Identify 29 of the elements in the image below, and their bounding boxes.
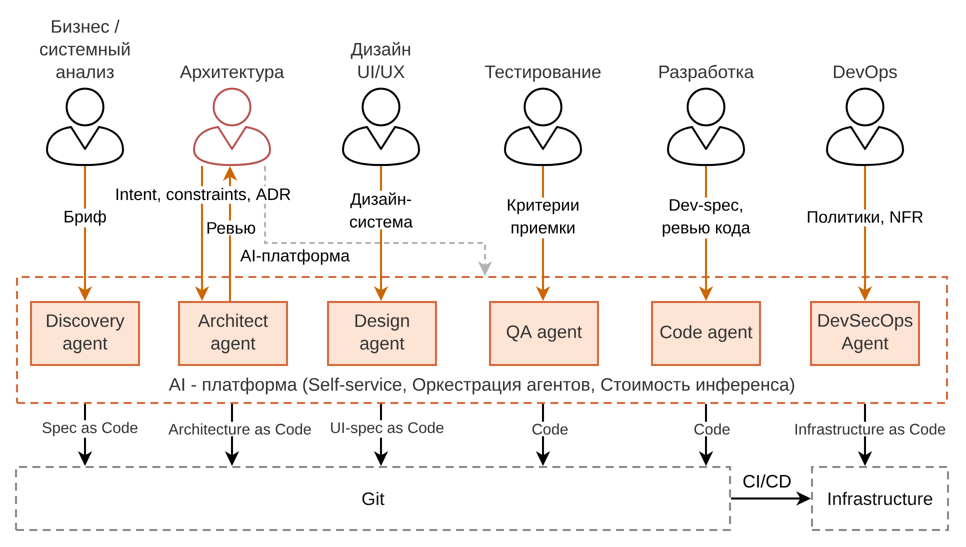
edge-label: Architecture as Code <box>166 422 314 436</box>
dashed-box: Git <box>15 466 731 531</box>
agent-box: Architect agent <box>178 301 288 366</box>
edge-label: UI-spec as Code <box>328 420 446 438</box>
role-heading: DevOps <box>834 65 897 82</box>
edge-label: Ревью <box>204 220 258 236</box>
agent-box: Code agent <box>651 301 761 366</box>
edge-label: Бриф <box>62 208 108 228</box>
edge-label: Infrastructure as Code <box>792 422 948 436</box>
edge-label: Dev-spec, ревью кода <box>660 198 752 238</box>
agent-box: Discovery agent <box>30 301 140 366</box>
edge-label: Spec as Code <box>40 420 140 438</box>
agent-box: QA agent <box>489 301 599 366</box>
agent-box: Design agent <box>327 301 437 366</box>
role-heading: Архитектура <box>180 66 284 82</box>
edge-label: Code <box>692 422 732 436</box>
edge-label: Политики, NFR <box>804 210 926 226</box>
dashed-box: Infrastructure <box>811 466 949 531</box>
edge-label: Критерии приемки <box>504 198 582 238</box>
agent-box: DevSecOps Agent <box>810 301 920 366</box>
edge-label: Дизайн-система <box>348 190 414 230</box>
edge-label: Intent, constraints, ADR <box>113 186 293 204</box>
role-heading: Разработка <box>660 64 754 82</box>
role-heading: Дизайн UI/UX <box>350 42 410 78</box>
edge-label: Code <box>530 422 570 436</box>
edge-label: CI/CD <box>740 472 794 490</box>
role-heading: Тестирование <box>485 66 601 82</box>
edge-label: AI-платформа <box>238 248 352 266</box>
role-heading: Бизнес / системный анализ <box>40 20 130 78</box>
